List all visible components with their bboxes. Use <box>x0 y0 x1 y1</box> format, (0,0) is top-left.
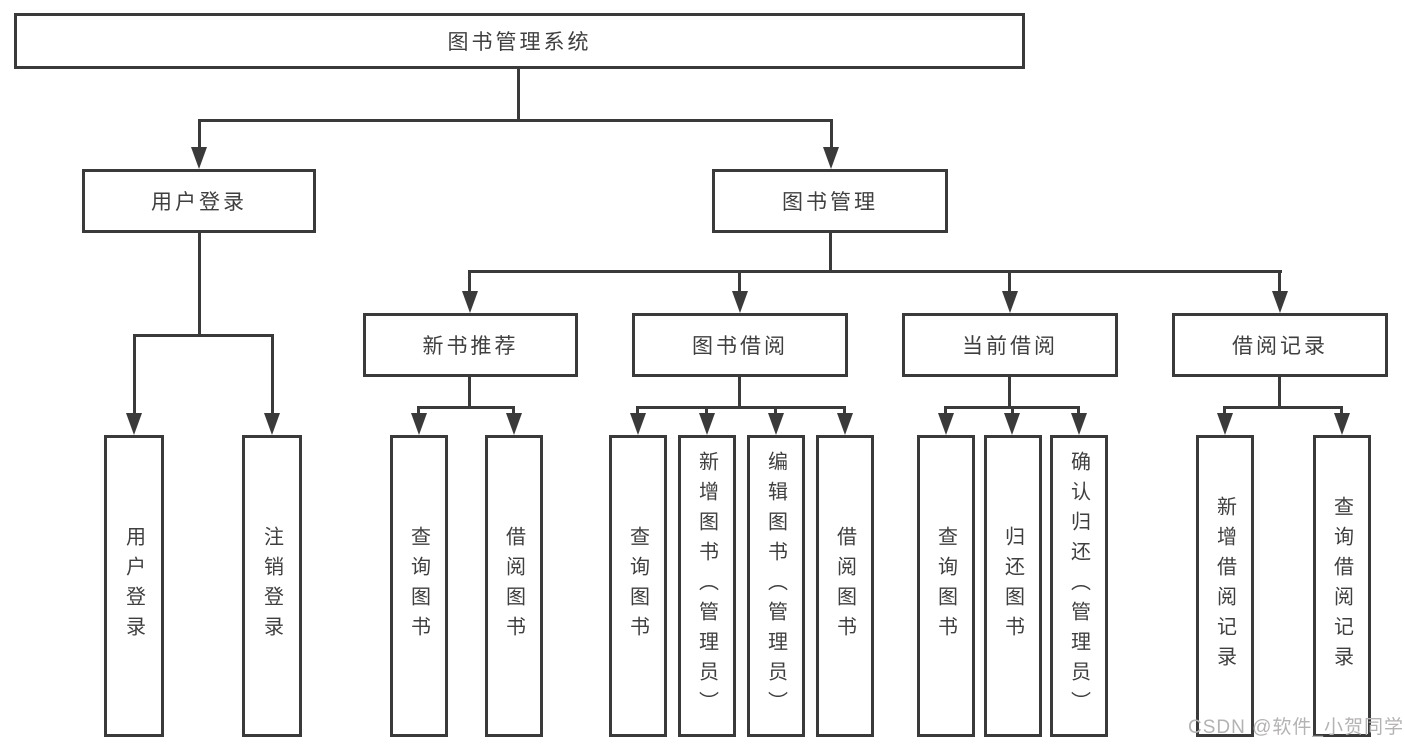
connector-line <box>1011 406 1014 415</box>
connector-line <box>738 270 741 293</box>
arrowhead-icon <box>506 413 522 435</box>
leaf-add-books-admin: 新增图书（管理员） <box>678 435 736 737</box>
connector-line <box>198 231 201 336</box>
arrowhead-icon <box>411 413 427 435</box>
connector-line <box>1278 375 1281 408</box>
node-root: 图书管理系统 <box>14 13 1025 69</box>
arrowhead-icon <box>1002 291 1018 313</box>
arrowhead-icon <box>699 413 715 435</box>
leaf-return-books: 归还图书 <box>984 435 1042 737</box>
leaf-borrow-books-recommend: 借阅图书 <box>485 435 543 737</box>
connector-line <box>133 334 274 337</box>
leaf-query-books-borrow: 查询图书 <box>609 435 667 737</box>
arrowhead-icon <box>630 413 646 435</box>
connector-line <box>417 406 420 415</box>
leaf-logout: 注销登录 <box>242 435 302 737</box>
connector-line <box>468 270 1282 273</box>
connector-line <box>636 406 639 415</box>
arrowhead-icon <box>1217 413 1233 435</box>
leaf-query-books-current: 查询图书 <box>917 435 975 737</box>
node-current-borrow: 当前借阅 <box>902 313 1118 377</box>
leaf-add-borrow-record: 新增借阅记录 <box>1196 435 1254 737</box>
node-new-book-recommend: 新书推荐 <box>363 313 578 377</box>
connector-line <box>705 406 708 415</box>
arrowhead-icon <box>732 291 748 313</box>
connector-line <box>830 119 833 149</box>
arrowhead-icon <box>837 413 853 435</box>
connector-line <box>468 375 471 408</box>
arrowhead-icon <box>1004 413 1020 435</box>
csdn-watermark: CSDN @软件_小贺同学 <box>1188 717 1404 738</box>
connector-line <box>843 406 846 415</box>
connector-line <box>1223 406 1343 409</box>
arrowhead-icon <box>938 413 954 435</box>
connector-line <box>774 406 777 415</box>
arrowhead-icon <box>191 147 207 169</box>
connector-line <box>1008 375 1011 408</box>
arrowhead-icon <box>264 413 280 435</box>
node-book-management: 图书管理 <box>712 169 948 233</box>
connector-line <box>738 375 741 408</box>
arrowhead-icon <box>768 413 784 435</box>
node-book-borrow: 图书借阅 <box>632 313 848 377</box>
connector-line <box>1340 406 1343 415</box>
node-borrow-record: 借阅记录 <box>1172 313 1388 377</box>
leaf-query-borrow-record: 查询借阅记录 <box>1313 435 1371 737</box>
connector-line <box>468 270 471 293</box>
connector-line <box>636 406 846 409</box>
arrowhead-icon <box>1334 413 1350 435</box>
connector-line <box>1008 270 1011 293</box>
leaf-borrow-books: 借阅图书 <box>816 435 874 737</box>
leaf-query-books-recommend: 查询图书 <box>390 435 448 737</box>
connector-line <box>517 69 520 121</box>
arrowhead-icon <box>1272 291 1288 313</box>
connector-line <box>1278 270 1281 293</box>
connector-line <box>512 406 515 415</box>
arrowhead-icon <box>126 413 142 435</box>
connector-line <box>198 119 833 122</box>
arrowhead-icon <box>823 147 839 169</box>
connector-line <box>1077 406 1080 415</box>
leaf-edit-books-admin: 编辑图书（管理员） <box>747 435 805 737</box>
connector-line <box>417 406 515 409</box>
leaf-user-login: 用户登录 <box>104 435 164 737</box>
connector-line <box>1223 406 1226 415</box>
connector-line <box>198 119 201 149</box>
arrowhead-icon <box>462 291 478 313</box>
connector-line <box>271 334 274 415</box>
connector-line <box>829 231 832 272</box>
connector-line <box>133 334 136 415</box>
leaf-confirm-return-admin: 确认归还（管理员） <box>1050 435 1108 737</box>
arrowhead-icon <box>1071 413 1087 435</box>
node-user-login: 用户登录 <box>82 169 316 233</box>
connector-line <box>944 406 947 415</box>
